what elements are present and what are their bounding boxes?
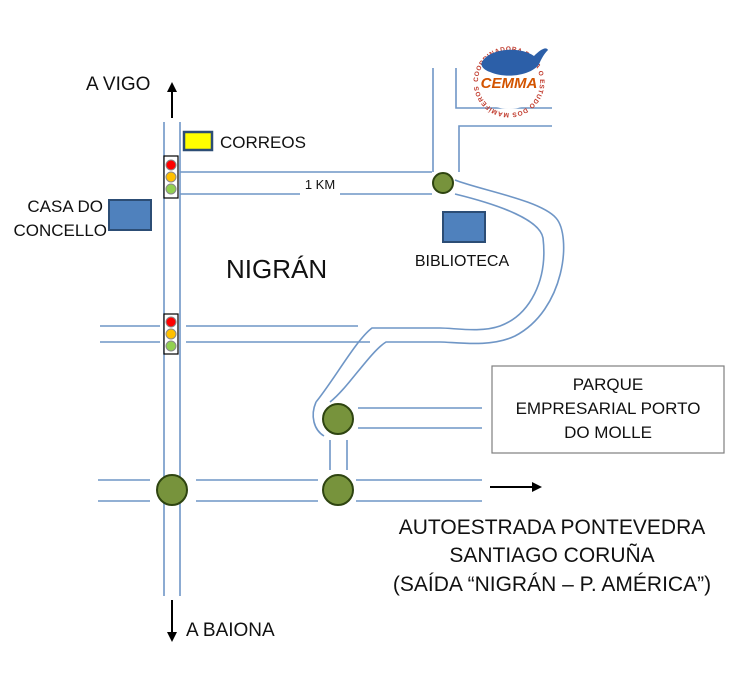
traffic-light-south — [163, 313, 179, 355]
roundabout-south-east — [322, 474, 354, 506]
label-post-office: CORREOS — [220, 133, 306, 152]
post-office-marker — [182, 130, 214, 152]
town-hall-marker — [108, 199, 152, 231]
roundabout-park — [322, 403, 354, 435]
label-park-2: EMPRESARIAL PORTO — [516, 399, 701, 418]
whale-icon — [481, 48, 548, 76]
road-curve-outer — [329, 179, 565, 403]
label-town-hall-1: CASA DO — [27, 197, 103, 216]
label-park-1: PARQUE — [573, 375, 644, 394]
label-library: BIBLIOTECA — [415, 253, 510, 270]
traffic-light-north — [163, 155, 179, 199]
label-motorway-2: SANTIAGO CORUÑA — [449, 543, 654, 567]
label-to-baiona: A BAIONA — [186, 620, 275, 641]
roundabout-library — [432, 172, 454, 194]
logo-arc-text: COORDINADORA PARA O ESTUDO DOS MAMÍFEROS… — [0, 0, 544, 118]
label-motorway-3: (SAÍDA “NIGRÁN – P. AMÉRICA”) — [393, 573, 711, 596]
library-marker — [442, 211, 486, 243]
svg-text:COORDINADORA PARA O ESTUDO DOS: COORDINADORA PARA O ESTUDO DOS MAMÍFEROS… — [0, 0, 545, 118]
road-network — [98, 68, 565, 596]
roundabout-south-west — [156, 474, 188, 506]
label-town: NIGRÁN — [226, 254, 327, 284]
label-town-hall-2: CONCELLO — [13, 221, 107, 240]
label-to-vigo: A VIGO — [86, 74, 150, 95]
road-loop-left — [312, 401, 325, 437]
road-north-loop-outer — [432, 68, 552, 172]
cemma-logo: COORDINADORA PARA O ESTUDO DOS MAMÍFEROS… — [0, 0, 550, 118]
business-park-box — [491, 365, 725, 454]
label-park-3: DO MOLLE — [564, 423, 652, 442]
label-motorway-1: AUTOESTRADA PONTEVEDRA — [399, 516, 706, 539]
roundabouts — [156, 172, 454, 506]
label-distance: 1 KM — [305, 177, 335, 192]
road-curve-inner — [315, 193, 545, 403]
logo-wordmark: CEMMA — [481, 75, 538, 92]
